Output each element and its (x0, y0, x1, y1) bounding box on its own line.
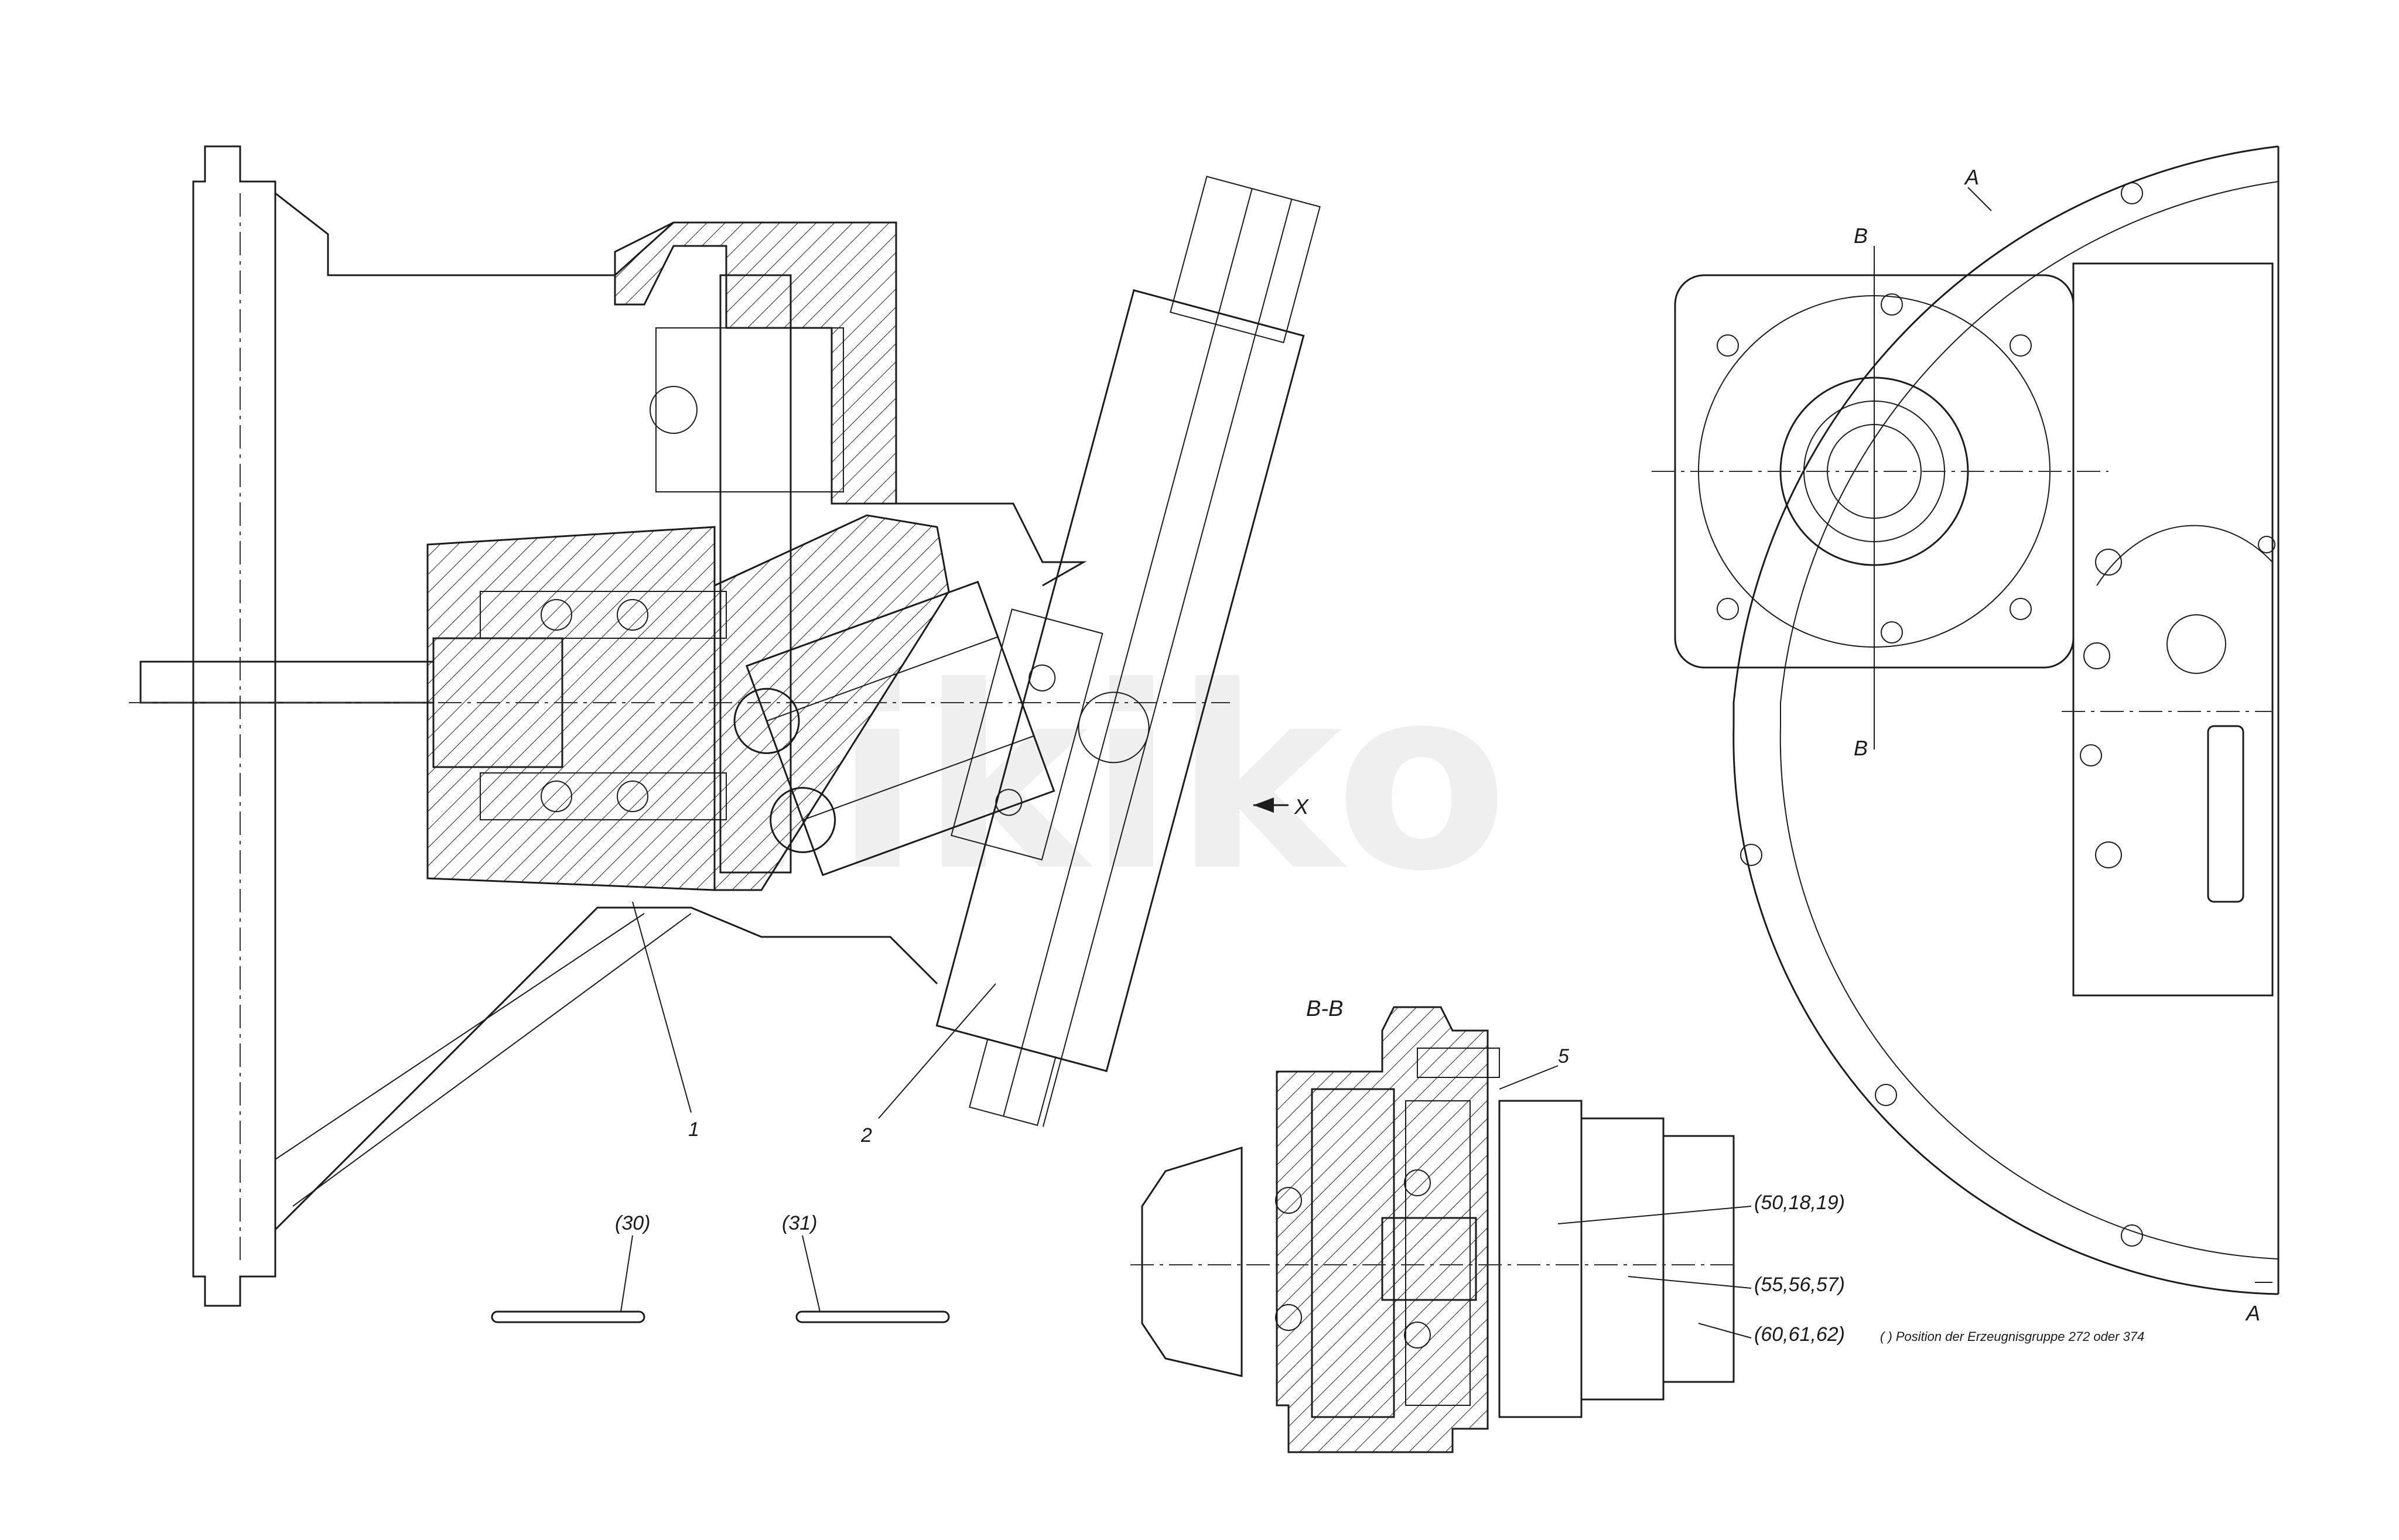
motor-bolt-1 (2095, 549, 2122, 576)
flange-bolt-bl (1717, 598, 1739, 620)
bb-bearing-ball-3 (1275, 1187, 1302, 1214)
housing-rib-line-2 (292, 913, 692, 1207)
ref-30-label: (30) (615, 1212, 650, 1234)
piston-group (733, 580, 1055, 877)
flange-bolt-top (1881, 293, 1903, 316)
ref-31-label: (31) (782, 1212, 817, 1234)
valve-top-cap (1170, 176, 1321, 344)
housing-hatched-top (614, 221, 897, 505)
motor-slot (2207, 725, 2244, 903)
valve-inner-line-1 (1003, 188, 1253, 1117)
leader-ref-50 (1557, 1206, 1752, 1224)
bb-bearing-ball-1 (1404, 1169, 1431, 1196)
bearing-roller-1 (541, 599, 572, 631)
ref-50-label: (50,18,19) (1754, 1192, 1845, 1214)
part-5-label: 5 (1558, 1045, 1569, 1067)
footnote: ( ) Position der Erzeugnisgruppe 272 ode… (1880, 1329, 2144, 1344)
motor-port-arc (2096, 525, 2273, 586)
bb-bolt (1381, 1217, 1477, 1301)
flange-bolt-tr (2010, 334, 2032, 357)
housing-rib-line (275, 913, 645, 1160)
flange-bolt-bottom (1881, 621, 1903, 644)
motor-bolt-3 (2083, 642, 2110, 669)
part-2-label: 2 (860, 1124, 872, 1147)
bearing-roller-2 (617, 599, 648, 631)
piston-bore-line-1 (766, 636, 999, 722)
bb-pump-segment-3 (1662, 1135, 1735, 1383)
housing-hatched-middle (426, 526, 716, 891)
bb-bearing-ball-2 (1404, 1322, 1431, 1349)
piston-bore-line-2 (802, 735, 1034, 821)
drive-shaft (139, 661, 435, 704)
control-valve-block (935, 176, 1321, 1127)
leader-part-5 (1499, 1065, 1559, 1090)
flange-bolt-br (2010, 598, 2032, 620)
bearing-roller-4 (617, 781, 648, 812)
bb-shaft-end (1141, 1146, 1243, 1377)
section-bb-title: B-B (1306, 997, 1343, 1021)
leader-31 (802, 1235, 821, 1312)
housing-bolt-5 (2258, 536, 2275, 553)
piston-ball-bottom (770, 786, 836, 853)
motor-port-circle (2166, 614, 2226, 674)
leader-ref-60 (1698, 1323, 1752, 1339)
bearing-roller-3 (541, 781, 572, 812)
pin-30 (491, 1310, 645, 1323)
bb-screw (1417, 1048, 1500, 1078)
housing-bolt-4 (2121, 1224, 2143, 1247)
leader-ref-55 (1628, 1276, 1752, 1289)
mounting-flange (192, 145, 276, 1307)
cut-a-top-arrow (1967, 187, 1992, 211)
cut-a-bottom-label: A (2245, 1301, 2260, 1325)
section-b-b: B-B 5 (50,18,19) (55,56,57) (60,61,62) (1130, 997, 1845, 1453)
view-x-label: X (1294, 795, 1310, 819)
ref-60-label: (60,61,62) (1754, 1323, 1845, 1346)
bb-bearing-housing (1405, 1100, 1471, 1406)
front-view: B B A A ( ) Position der Erzeugnisgruppe… (1652, 145, 2280, 1344)
cut-b-bottom-label: B (1854, 736, 1868, 760)
side-motor-body (2072, 262, 2274, 997)
housing-inner-arc (1779, 181, 2279, 1260)
housing-outer-arc (1732, 145, 2279, 1295)
piston-ball-top (733, 687, 800, 754)
tapered-bearing-top (480, 591, 727, 639)
valve-bolt-1 (1028, 664, 1056, 692)
motor-bolt-2 (2095, 841, 2122, 868)
housing-bolt-3 (1875, 1084, 1897, 1106)
valve-port (1078, 692, 1150, 764)
bb-gear (1311, 1088, 1395, 1418)
flange-bolt-tl (1717, 334, 1739, 357)
valve-bolt-2 (995, 789, 1023, 816)
ref-55-label: (55,56,57) (1754, 1274, 1845, 1296)
intermediate-gear-shaft (719, 274, 792, 874)
bb-pump-segment-2 (1580, 1117, 1665, 1401)
bb-bearing-ball-4 (1275, 1304, 1302, 1331)
gear-bearing-assembly (655, 327, 844, 492)
bb-pump-segment-1 (1498, 1100, 1583, 1418)
housing-lower-contour (274, 906, 938, 1231)
motor-bolt-4 (2080, 744, 2102, 766)
cut-a-top-label: A (1964, 165, 1979, 189)
leader-part-2 (878, 983, 996, 1119)
gear-bearing-roller (650, 386, 698, 434)
part-1-label: 1 (688, 1118, 699, 1141)
valve-port-plate (951, 608, 1103, 861)
housing-bolt-1 (2121, 182, 2143, 204)
housing-bolt-2 (1740, 844, 1762, 866)
housing-upper-contour (275, 192, 1087, 587)
main-assembly-section: X 1 2 (30) (31) (129, 145, 1321, 1323)
view-x-arrowhead (1253, 798, 1274, 813)
cylinder-block (745, 580, 1055, 877)
valve-inner-line-2 (1042, 199, 1293, 1127)
pin-31 (795, 1310, 950, 1323)
tapered-bearing-bottom (480, 772, 727, 820)
leader-part-1 (632, 901, 692, 1113)
cut-b-top-label: B (1854, 224, 1868, 248)
leader-30 (620, 1235, 633, 1312)
